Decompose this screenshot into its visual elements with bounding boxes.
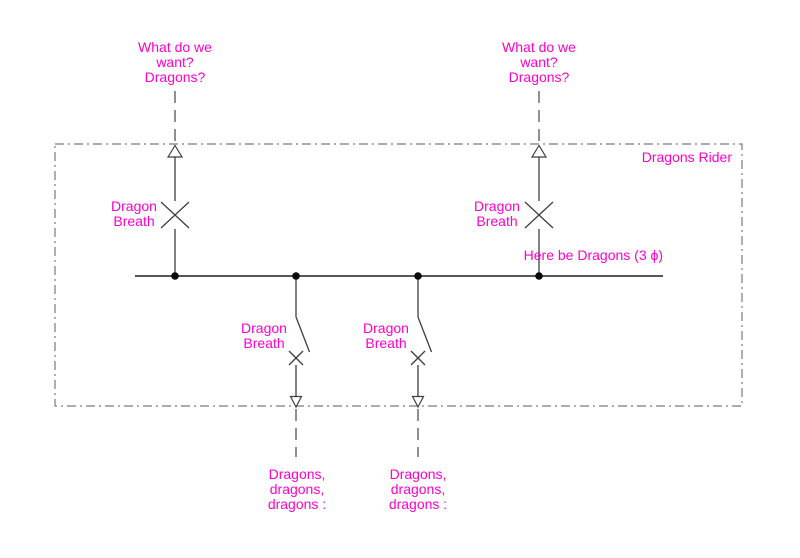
incoming-feeder-2 (524, 91, 554, 276)
switch-label-1: Dragon Breath (241, 320, 287, 351)
outgoing-feeder-2 (410, 276, 433, 457)
bus-junction-dot (414, 272, 422, 280)
flow-arrow-up-icon (530, 144, 548, 158)
bus-junction-dot (535, 272, 543, 280)
bus-junction-dot (171, 272, 179, 280)
switch-x-icon (288, 350, 304, 366)
load-label-1: Dragons, dragons, dragons : (267, 466, 327, 512)
breaker-label-2: Dragon Breath (474, 198, 520, 229)
incoming-feeder-1 (160, 91, 190, 276)
outgoing-feeder-1 (288, 276, 311, 457)
switch-blade (417, 316, 433, 353)
bus-label: Here be Dragons (3 ϕ) (523, 247, 663, 263)
breaker-label-1: Dragon Breath (111, 198, 157, 229)
flow-arrow-down-icon (411, 395, 425, 409)
flow-arrow-up-icon (166, 144, 184, 158)
boundary-frame (54, 143, 743, 407)
switch-blade (295, 316, 311, 353)
load-label-2: Dragons, dragons, dragons : (388, 466, 448, 512)
flow-arrow-down-icon (289, 395, 303, 409)
bus-junction-dot (292, 272, 300, 280)
breaker-x-icon (160, 201, 190, 229)
switch-x-icon (410, 350, 426, 366)
source-question-label-2: What do we want? Dragons? (502, 39, 576, 85)
source-question-label-1: What do we want? Dragons? (138, 39, 212, 85)
switch-label-2: Dragon Breath (363, 320, 409, 351)
breaker-x-icon (524, 201, 554, 229)
frame-title: Dragons Rider (641, 149, 732, 165)
